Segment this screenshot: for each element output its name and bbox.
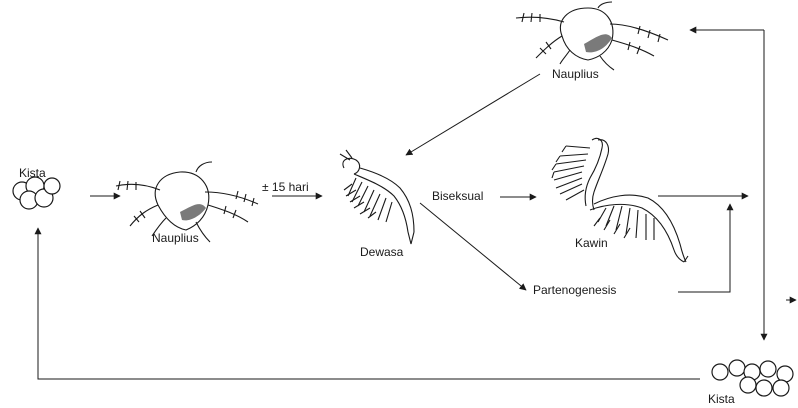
nauplius-left-drawing: [116, 162, 258, 242]
label-biseksual: Biseksual: [432, 189, 483, 203]
arrow-partenogenesis-up: [678, 204, 730, 292]
arrow-dewasa-to-partenogenesis: [420, 203, 526, 290]
label-nauplius-left: Nauplius: [152, 231, 199, 245]
adult-artemia-drawing: [340, 150, 414, 244]
nauplius-top-drawing: [516, 2, 668, 70]
label-kista-bottom: Kista: [708, 392, 735, 406]
cycle-arrows: [38, 30, 796, 379]
label-interval: ± 15 hari: [262, 180, 309, 194]
label-dewasa: Dewasa: [360, 245, 403, 259]
cyst-cluster-bottom: [712, 360, 793, 396]
label-nauplius-top: Nauplius: [552, 67, 599, 81]
mating-pair-drawing: [552, 138, 688, 262]
arrow-nauplius-top-to-dewasa: [406, 74, 540, 155]
label-kista-left: Kista: [19, 166, 46, 180]
cyst-cluster-left: [13, 177, 60, 209]
label-kawin: Kawin: [575, 236, 608, 250]
label-partenogenesis: Partenogenesis: [533, 283, 616, 297]
